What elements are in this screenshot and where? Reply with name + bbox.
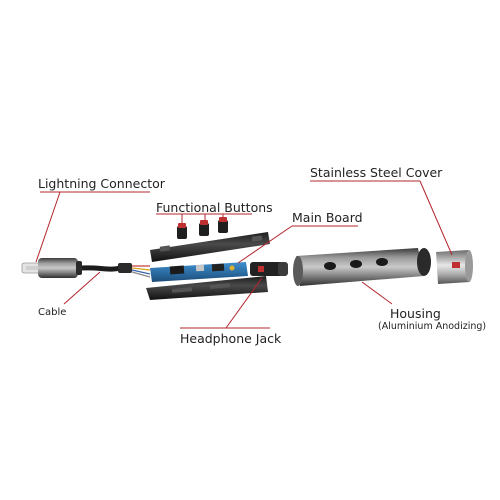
cable	[81, 263, 151, 278]
stainless-steel-cover-label: Stainless Steel Cover	[310, 165, 443, 180]
housing	[293, 248, 431, 286]
leader-cable	[63, 271, 101, 305]
leader-mainboard	[237, 225, 293, 264]
headphone-jack-label: Headphone Jack	[180, 331, 282, 346]
leader-lightning	[35, 191, 61, 263]
stainless-steel-cover	[436, 250, 473, 284]
headphone-jack	[250, 262, 288, 276]
leader-lines	[35, 180, 453, 329]
lightning-connector-label: Lightning Connector	[38, 176, 165, 191]
functional-button	[177, 223, 187, 239]
functional-button	[218, 217, 228, 233]
bottom-shell	[146, 276, 268, 300]
functional-buttons-label: Functional Buttons	[156, 200, 273, 215]
leader-steel	[419, 180, 453, 256]
cable-label: Cable	[38, 307, 67, 318]
leader-housing	[361, 281, 393, 305]
main-board-label: Main Board	[292, 210, 363, 225]
leader-jack	[225, 277, 263, 329]
lightning-connector	[21, 258, 82, 278]
top-shell	[150, 232, 270, 262]
main-board	[150, 262, 248, 282]
housing-label: Housing	[390, 306, 441, 321]
housing-note-label: (Aluminium Anodizing)	[378, 321, 487, 332]
functional-button	[199, 220, 209, 236]
